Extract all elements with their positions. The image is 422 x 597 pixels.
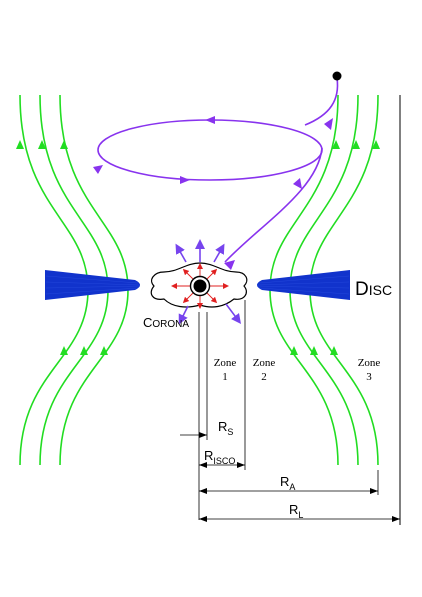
- black-hole: [193, 279, 207, 293]
- field-arrow-icon: [16, 140, 24, 149]
- trajectory-arrow-icon: [324, 118, 333, 130]
- trajectory-arrow-icon: [205, 116, 215, 124]
- field-arrow-icon: [60, 346, 68, 355]
- svg-text:Zone: Zone: [358, 357, 381, 369]
- zone-3-label: Zone 3: [358, 357, 381, 383]
- field-arrow-icon: [372, 140, 380, 149]
- rl-label: RL: [289, 502, 303, 520]
- svg-text:2: 2: [261, 371, 267, 383]
- svg-text:3: 3: [366, 371, 372, 383]
- ra-label: RA: [280, 474, 295, 492]
- zone-2-label: Zone 2: [253, 357, 276, 383]
- trajectory-arrow-icon: [93, 165, 103, 174]
- zone-guides: [198, 300, 246, 520]
- trajectory-arrow-icon: [180, 176, 190, 184]
- field-arrow-icon: [38, 140, 46, 149]
- dimension-arrows: [180, 432, 400, 522]
- field-arrow-icon: [60, 140, 68, 149]
- disc-left: [45, 270, 141, 300]
- particle-trajectory: [97, 77, 339, 263]
- trajectory-orbit: [97, 119, 323, 181]
- svg-text:Zone: Zone: [253, 357, 276, 369]
- field-arrow-icon: [332, 140, 340, 149]
- field-arrow-icon: [100, 346, 108, 355]
- risco-label: RISCO: [204, 448, 235, 466]
- field-arrow-icon: [80, 346, 88, 355]
- trajectory-arrows: [93, 116, 333, 270]
- corona-label: CORONA: [143, 315, 189, 330]
- particle-dot: [332, 71, 342, 81]
- field-arrow-icon: [290, 346, 298, 355]
- field-arrow-icon: [310, 346, 318, 355]
- trajectory-drop: [304, 77, 339, 126]
- rs-label: RS: [218, 419, 233, 437]
- field-arrow-icon: [352, 140, 360, 149]
- svg-text:Zone: Zone: [214, 357, 237, 369]
- corona-jets: [175, 239, 241, 325]
- trajectory-arrow-icon: [293, 178, 302, 189]
- trajectory-arrow-icon: [224, 260, 235, 270]
- trajectory-infall: [224, 147, 323, 263]
- disc-label: DISC: [355, 279, 392, 300]
- field-arrows: [16, 140, 380, 355]
- disc-right: [256, 270, 350, 300]
- svg-text:1: 1: [222, 371, 228, 383]
- zone-1-label: Zone 1: [214, 357, 237, 383]
- field-arrow-icon: [330, 346, 338, 355]
